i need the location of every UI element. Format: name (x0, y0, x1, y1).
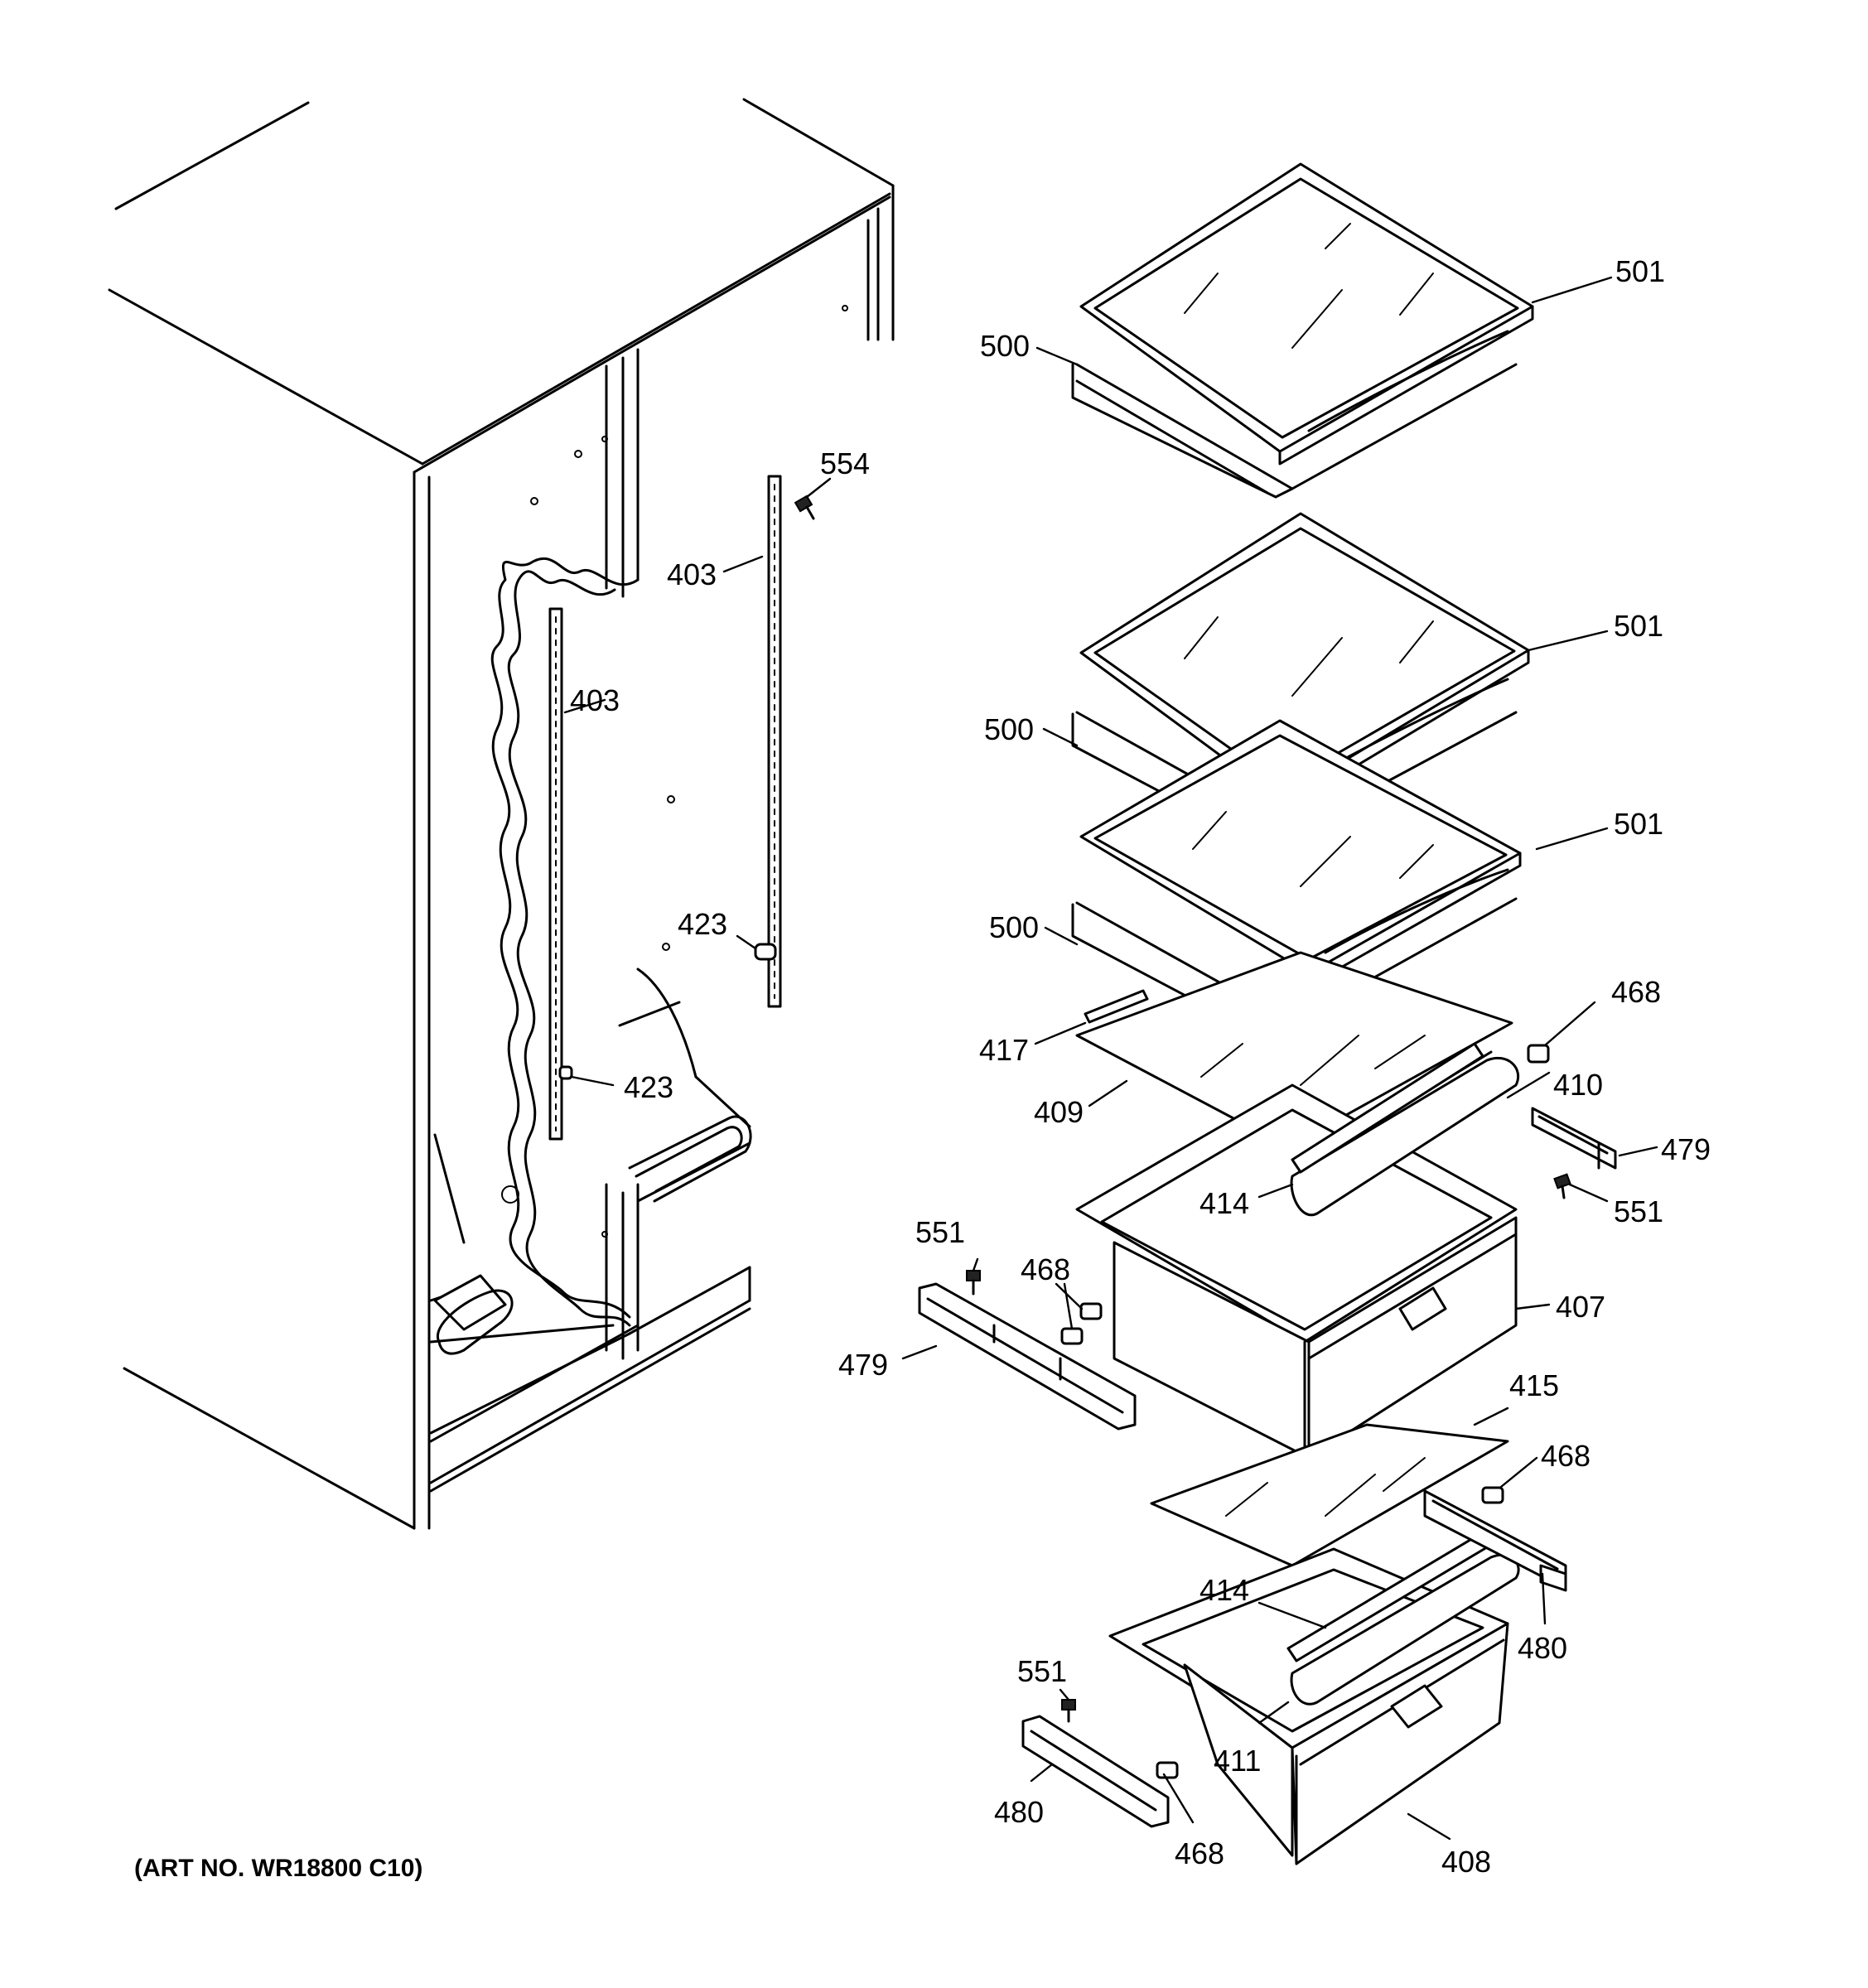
callout-labels: 501 500 554 403 403 501 500 501 423 500 … (570, 254, 1711, 1879)
screw-554-icon (794, 495, 815, 520)
callout-414-upper: 414 (1199, 1186, 1249, 1220)
callout-407: 407 (1556, 1290, 1605, 1324)
callout-403-front: 403 (570, 683, 620, 717)
glass-slide-417 (1084, 989, 1149, 1024)
callout-468-upper: 468 (1611, 975, 1661, 1009)
screw-551-lower-icon (1061, 1699, 1076, 1723)
callout-479-right: 479 (1661, 1132, 1711, 1166)
callout-479-left: 479 (838, 1348, 888, 1382)
callout-423-lower: 423 (624, 1070, 673, 1104)
shelf-assembly-3 (1071, 719, 1522, 1054)
callout-480-right: 480 (1518, 1631, 1567, 1665)
callout-410: 410 (1553, 1068, 1603, 1102)
callout-554: 554 (820, 446, 870, 480)
callout-414-lower: 414 (1199, 1573, 1249, 1607)
rail-bracket-423-upper-icon (754, 943, 777, 961)
crisper-glass-cover-409 (1075, 951, 1513, 1149)
stop-468-upper-icon (1527, 1044, 1550, 1064)
screw-551-left-icon (966, 1270, 981, 1296)
callout-409: 409 (1034, 1095, 1084, 1129)
drawer-rail-480-left (1021, 1715, 1170, 1828)
shelf-assembly-1 (1071, 162, 1534, 499)
callout-480-left: 480 (994, 1795, 1044, 1829)
callout-408: 408 (1441, 1845, 1491, 1879)
callout-500-top: 500 (980, 329, 1030, 363)
drawer-rail-479-left (918, 1282, 1137, 1431)
callout-501-top: 501 (1615, 254, 1665, 288)
leader-lines (563, 276, 1658, 1841)
stop-468-lower-left-icon (1156, 1761, 1179, 1779)
callout-551-right: 551 (1614, 1194, 1663, 1228)
callout-551-left: 551 (915, 1215, 965, 1249)
callout-500-lower: 500 (989, 910, 1039, 944)
screw-551-upper-icon (1553, 1173, 1571, 1199)
glass-cover-415 (1150, 1423, 1509, 1567)
callout-551-lower: 551 (1017, 1654, 1067, 1688)
crisper-drawer-407 (1075, 1083, 1518, 1460)
drawer-slide-414-upper (1291, 1042, 1484, 1174)
shelf-assembly-2 (1071, 512, 1530, 863)
callout-501-lower: 501 (1614, 807, 1663, 841)
shelf-rail-front (548, 607, 563, 1141)
refrigerator-cabinet (108, 98, 895, 1530)
callout-468-left: 468 (1021, 1252, 1070, 1286)
shelf-rail-rear (767, 475, 782, 1008)
art-number-caption: (ART NO. WR18800 C10) (134, 1855, 422, 1882)
drawer-rail-479-right (1531, 1107, 1617, 1170)
callout-423-upper: 423 (678, 907, 727, 941)
drawer-rail-480-right (1423, 1489, 1567, 1592)
callout-415: 415 (1509, 1368, 1559, 1402)
callout-417: 417 (979, 1033, 1029, 1067)
rail-bracket-423-lower-icon (558, 1065, 573, 1080)
stop-468-left-icon (1060, 1302, 1103, 1345)
callout-403-rear: 403 (667, 557, 717, 591)
callout-411: 411 (1214, 1744, 1261, 1778)
callout-468-right-lower: 468 (1541, 1439, 1590, 1473)
callout-468-lower: 468 (1175, 1836, 1224, 1870)
stop-468-right-lower-icon (1481, 1486, 1504, 1504)
callout-500-middle: 500 (984, 712, 1034, 746)
callout-501-middle: 501 (1614, 609, 1663, 643)
